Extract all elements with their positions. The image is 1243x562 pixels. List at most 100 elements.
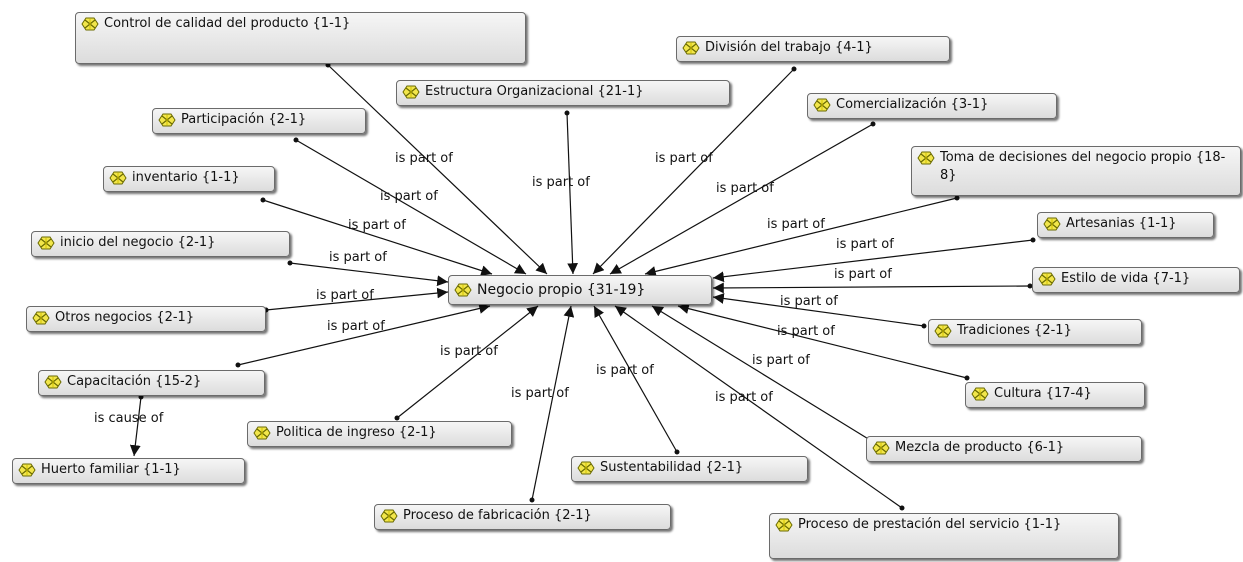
node-comercializacion[interactable]: Comercialización {3-1} <box>807 93 1057 119</box>
edge-origin-dot <box>293 137 299 143</box>
node-label: Proceso de prestación del servicio {1-1} <box>798 517 1062 532</box>
node-sustentabilidad[interactable]: Sustentabilidad {2-1} <box>571 456 808 482</box>
node-label: Otros negocios {2-1} <box>55 310 195 325</box>
code-icon <box>380 508 398 524</box>
code-icon <box>44 374 62 390</box>
node-label: Sustentabilidad {2-1} <box>600 460 744 475</box>
edge-inicio <box>289 262 449 287</box>
edge-cultura <box>677 303 968 379</box>
edge-comercial <box>609 123 874 275</box>
node-label: Proceso de fabricación {2-1} <box>403 508 592 523</box>
edge-division <box>592 68 795 275</box>
edge-label-inventario: is part of <box>348 218 406 233</box>
node-proceso-prestacion-servicio[interactable]: Proceso de prestación del servicio {1-1} <box>769 513 1119 559</box>
node-cultura[interactable]: Cultura {17-4} <box>965 382 1145 408</box>
code-icon <box>872 440 890 456</box>
node-label: Control de calidad del producto {1-1} <box>104 16 351 31</box>
edge-toma <box>644 197 958 277</box>
edge-label-proceso_serv: is part of <box>715 390 773 405</box>
node-label: inicio del negocio {2-1} <box>60 235 216 250</box>
edge-politica <box>396 305 539 419</box>
edge-origin-dot <box>1030 237 1036 243</box>
node-label: Artesanias {1-1} <box>1066 216 1177 231</box>
code-icon <box>971 386 989 402</box>
node-label: Negocio propio {31-19} <box>477 282 646 298</box>
edge-origin-dot <box>260 197 266 203</box>
node-label: Toma de decisiones del negocio propio {1… <box>940 150 1226 183</box>
node-inventario[interactable]: inventario {1-1} <box>103 166 275 192</box>
code-icon <box>813 97 831 113</box>
node-label: Huerto familiar {1-1} <box>41 462 181 477</box>
node-huerto-familiar[interactable]: Huerto familiar {1-1} <box>12 458 245 484</box>
node-label: Comercialización {3-1} <box>836 97 989 112</box>
code-icon <box>1038 271 1056 287</box>
edge-proceso_serv <box>614 305 903 509</box>
node-inicio-negocio[interactable]: inicio del negocio {2-1} <box>31 231 290 257</box>
node-participacion[interactable]: Participación {2-1} <box>152 108 366 134</box>
node-toma-decisiones[interactable]: Toma de decisiones del negocio propio {1… <box>911 146 1241 196</box>
node-artesanias[interactable]: Artesanias {1-1} <box>1037 212 1214 238</box>
code-icon <box>454 282 472 298</box>
node-otros-negocios[interactable]: Otros negocios {2-1} <box>26 306 266 332</box>
edge-origin-dot <box>529 497 535 503</box>
code-icon <box>18 462 36 478</box>
node-label: Politica de ingreso {2-1} <box>276 425 437 440</box>
node-label: inventario {1-1} <box>132 170 240 185</box>
edge-label-inicio: is part of <box>329 250 387 265</box>
edge-label-toma: is part of <box>767 217 825 232</box>
edge-huerto <box>129 396 142 457</box>
edge-label-artesanias: is part of <box>836 237 894 252</box>
edge-artesanias <box>712 239 1034 283</box>
code-icon <box>109 170 127 186</box>
edge-estilo <box>712 282 1031 294</box>
edge-label-comercial: is part of <box>716 181 774 196</box>
edge-origin-dot <box>564 110 570 116</box>
edge-origin-dot <box>954 195 960 201</box>
edge-label-estructura: is part of <box>532 175 590 190</box>
edge-label-estilo: is part of <box>834 267 892 282</box>
code-icon <box>402 84 420 100</box>
edge-origin-dot <box>791 66 797 72</box>
code-icon <box>253 425 271 441</box>
node-label: Participación {2-1} <box>181 112 307 127</box>
node-estilo-vida[interactable]: Estilo de vida {7-1} <box>1032 267 1240 293</box>
node-estructura-organizacional[interactable]: Estructura Organizacional {21-1} <box>396 80 730 106</box>
code-icon <box>775 517 793 533</box>
node-negocio-propio[interactable]: Negocio propio {31-19} <box>448 275 712 305</box>
code-icon <box>81 16 99 32</box>
node-capacitacion[interactable]: Capacitación {15-2} <box>38 370 265 396</box>
node-tradiciones[interactable]: Tradiciones {2-1} <box>928 319 1142 345</box>
edge-origin-dot <box>394 415 400 421</box>
edge-capacitacion <box>237 303 491 366</box>
node-label: Tradiciones {2-1} <box>957 323 1072 338</box>
code-icon <box>1043 216 1061 232</box>
node-politica-ingreso[interactable]: Politica de ingreso {2-1} <box>247 421 512 447</box>
edge-otros <box>265 287 449 311</box>
node-label: Cultura {17-4} <box>994 386 1092 401</box>
edge-label-proceso_fab: is part of <box>511 386 569 401</box>
node-control-calidad[interactable]: Control de calidad del producto {1-1} <box>75 12 526 64</box>
code-icon <box>37 235 55 251</box>
edge-label-sustent: is part of <box>596 363 654 378</box>
edge-origin-dot <box>235 362 241 368</box>
edge-estructura <box>566 112 578 275</box>
edge-inventario <box>262 199 493 276</box>
edge-origin-dot <box>674 449 680 455</box>
code-icon <box>577 460 595 476</box>
node-proceso-fabricacion[interactable]: Proceso de fabricación {2-1} <box>374 504 671 530</box>
edge-origin-dot <box>1027 283 1033 289</box>
edge-origin-dot <box>921 323 927 329</box>
edge-label-huerto: is cause of <box>94 411 164 426</box>
edge-participacion <box>295 139 527 275</box>
node-division-trabajo[interactable]: División del trabajo {4-1} <box>676 36 950 62</box>
edge-label-mezcla: is part of <box>752 353 810 368</box>
edge-label-cultura: is part of <box>777 324 835 339</box>
code-icon <box>682 40 700 56</box>
node-label: Mezcla de producto {6-1} <box>895 440 1065 455</box>
edge-origin-dot <box>870 121 876 127</box>
node-label: Estilo de vida {7-1} <box>1061 271 1191 286</box>
edge-origin-dot <box>287 260 293 266</box>
edge-label-participacion: is part of <box>380 189 438 204</box>
edge-proceso_fab <box>531 305 575 501</box>
node-mezcla-producto[interactable]: Mezcla de producto {6-1} <box>866 436 1142 462</box>
